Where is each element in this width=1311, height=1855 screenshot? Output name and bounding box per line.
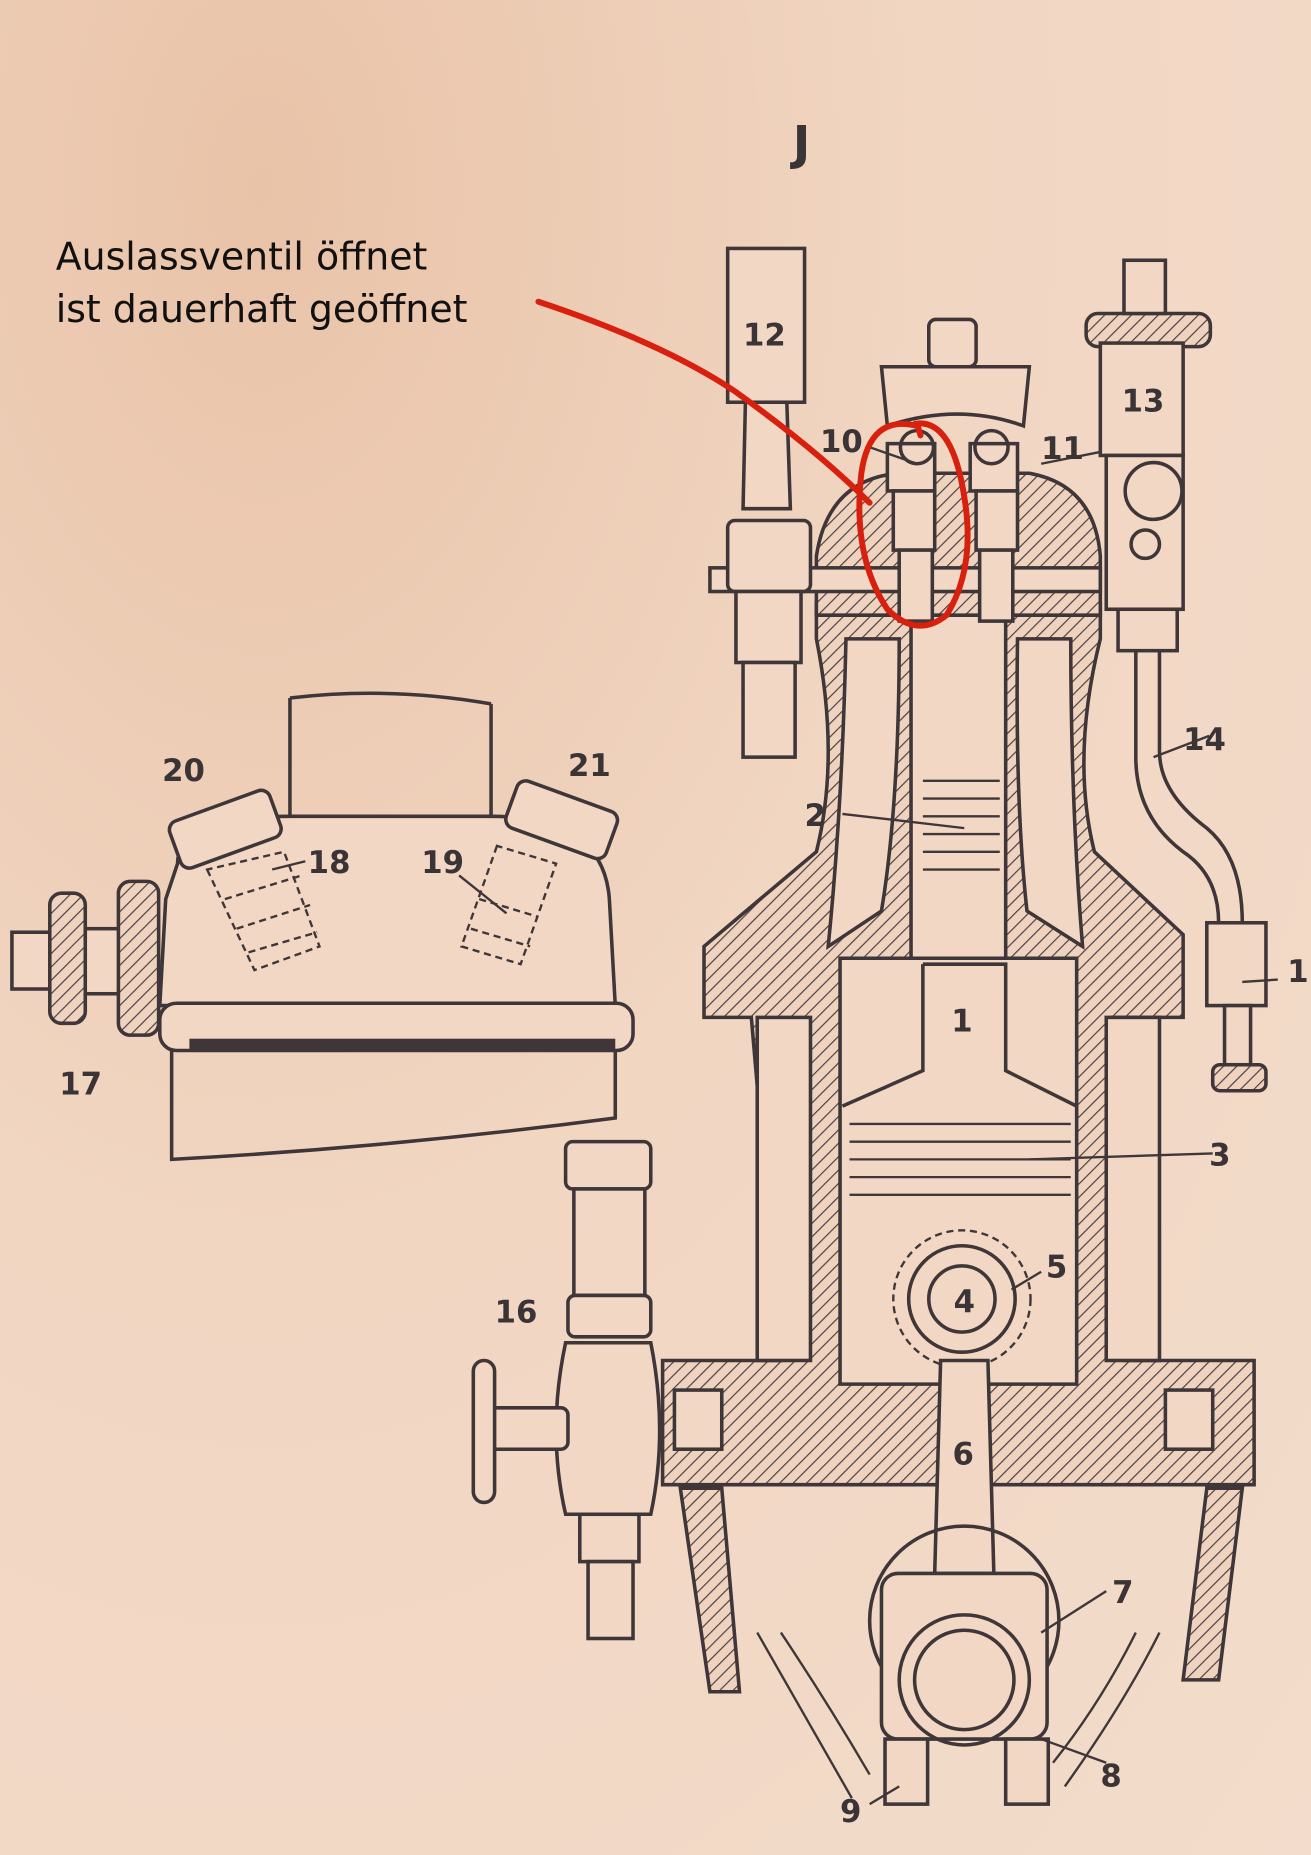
- part-label-4: 4: [954, 1284, 975, 1320]
- part-label-19: 19: [421, 845, 464, 881]
- cylinder-head-detail: [10, 691, 635, 1162]
- part-label-6: 6: [952, 1437, 973, 1473]
- part-label-12: 12: [743, 317, 786, 353]
- annotation-line-1: Auslassventil öffnet: [56, 235, 428, 279]
- engine-body: [471, 246, 1268, 1806]
- part-label-9: 9: [840, 1794, 861, 1830]
- part-label-3: 3: [1209, 1137, 1230, 1173]
- part-label-16: 16: [495, 1295, 538, 1331]
- annotation-line-2: ist dauerhaft geöffnet: [56, 287, 468, 331]
- part-label-17: 17: [59, 1066, 102, 1102]
- part-label-10: 10: [820, 424, 863, 460]
- part-label-13: 13: [1122, 384, 1165, 420]
- figure-label: J: [790, 117, 811, 172]
- part-label-5: 5: [1046, 1250, 1067, 1286]
- annotation-arrow: [535, 298, 873, 506]
- leader-lines: [842, 446, 1278, 1806]
- part-label-8: 8: [1100, 1758, 1121, 1794]
- part-label-15: 15: [1287, 954, 1311, 990]
- exhaust-valve-highlight: [535, 298, 971, 629]
- part-label-1: 1: [951, 1004, 972, 1040]
- part-label-11: 11: [1041, 431, 1084, 467]
- part-label-20: 20: [162, 753, 205, 789]
- part-label-14: 14: [1183, 722, 1226, 758]
- part-label-7: 7: [1112, 1575, 1133, 1611]
- part-label-2: 2: [805, 798, 826, 834]
- part-label-18: 18: [308, 845, 351, 881]
- part-label-21: 21: [568, 748, 611, 784]
